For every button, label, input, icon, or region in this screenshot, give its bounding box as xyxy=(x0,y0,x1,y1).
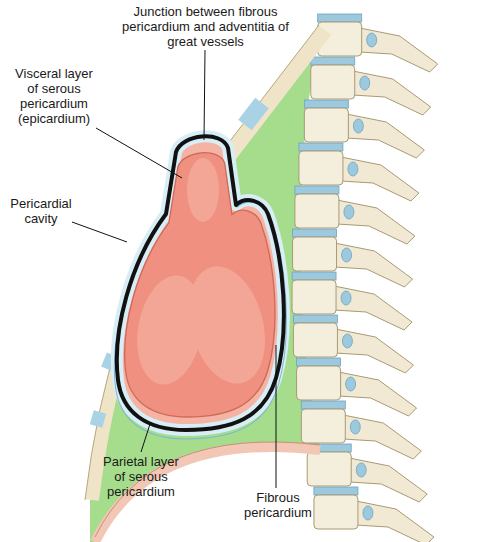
spinous-process xyxy=(337,200,415,244)
leader-line xyxy=(96,128,182,178)
intervertebral-foramen xyxy=(341,291,351,305)
spinous-process xyxy=(349,458,427,502)
intervertebral-foramen xyxy=(344,205,354,219)
spinous-process xyxy=(343,415,421,459)
vertebral-body xyxy=(307,452,351,486)
vertebral-body xyxy=(299,151,343,185)
heart-chamber xyxy=(129,270,211,389)
spinous-process xyxy=(360,28,438,72)
vertebral-body xyxy=(295,194,339,228)
vertebral-body xyxy=(301,409,345,443)
leader-line xyxy=(141,424,150,452)
part-label: Fibrous pericardium xyxy=(238,490,318,520)
vertebral-column xyxy=(292,14,438,542)
intervertebral-foramen xyxy=(350,420,360,434)
intervertebral-disc xyxy=(301,401,345,409)
diaphragm xyxy=(95,447,320,542)
vertebral-body xyxy=(293,323,337,357)
thoracic-cavity xyxy=(90,40,320,542)
intervertebral-foramen xyxy=(356,463,366,477)
diaphragm-edge xyxy=(95,442,320,537)
spinous-process xyxy=(334,286,412,330)
fibrous-pericardium xyxy=(117,136,284,430)
spinous-process xyxy=(335,243,413,287)
intervertebral-disc xyxy=(304,100,348,108)
spinous-process xyxy=(339,372,417,416)
leader-line xyxy=(204,50,205,140)
vertebral-body xyxy=(293,237,337,271)
great-vessel xyxy=(187,158,219,222)
intervertebral-disc xyxy=(293,229,337,237)
spinous-process xyxy=(335,329,413,373)
intervertebral-disc xyxy=(311,57,355,65)
spinous-process xyxy=(353,71,431,115)
intervertebral-disc xyxy=(297,358,341,366)
costal-cartilage xyxy=(245,103,262,125)
spinous-process xyxy=(346,114,424,158)
part-label: Pericardial cavity xyxy=(6,196,76,226)
intervertebral-foramen xyxy=(367,33,377,47)
leader-line xyxy=(276,345,277,488)
intervertebral-disc xyxy=(299,143,343,151)
intervertebral-disc xyxy=(292,272,336,280)
intervertebral-foramen xyxy=(353,119,363,133)
vertebral-body xyxy=(304,108,348,142)
intervertebral-disc xyxy=(314,487,358,495)
vertebral-body xyxy=(297,366,341,400)
vertebral-body xyxy=(311,65,355,99)
intervertebral-disc xyxy=(295,186,339,194)
vertebral-body xyxy=(314,495,358,529)
intervertebral-foramen xyxy=(342,248,352,262)
parietal-layer xyxy=(117,136,284,430)
leader-line xyxy=(72,222,127,242)
part-label: Junction between fibrous pericardium and… xyxy=(118,4,293,49)
intervertebral-disc xyxy=(293,315,337,323)
intervertebral-foramen xyxy=(360,76,370,90)
intervertebral-foramen xyxy=(346,377,356,391)
vertebral-body xyxy=(292,280,336,314)
leader-lines xyxy=(72,50,276,488)
part-label: Visceral layer of serous pericardium (ep… xyxy=(10,66,98,126)
intervertebral-disc xyxy=(318,14,362,22)
intervertebral-foramen xyxy=(363,506,373,520)
part-label: Parietal layer of serous pericardium xyxy=(100,454,182,499)
spinous-process xyxy=(356,501,434,542)
intervertebral-foramen xyxy=(348,162,358,176)
intervertebral-foramen xyxy=(342,334,352,348)
fibrous-pericardium-edge xyxy=(114,136,286,438)
spinous-process xyxy=(341,157,419,201)
